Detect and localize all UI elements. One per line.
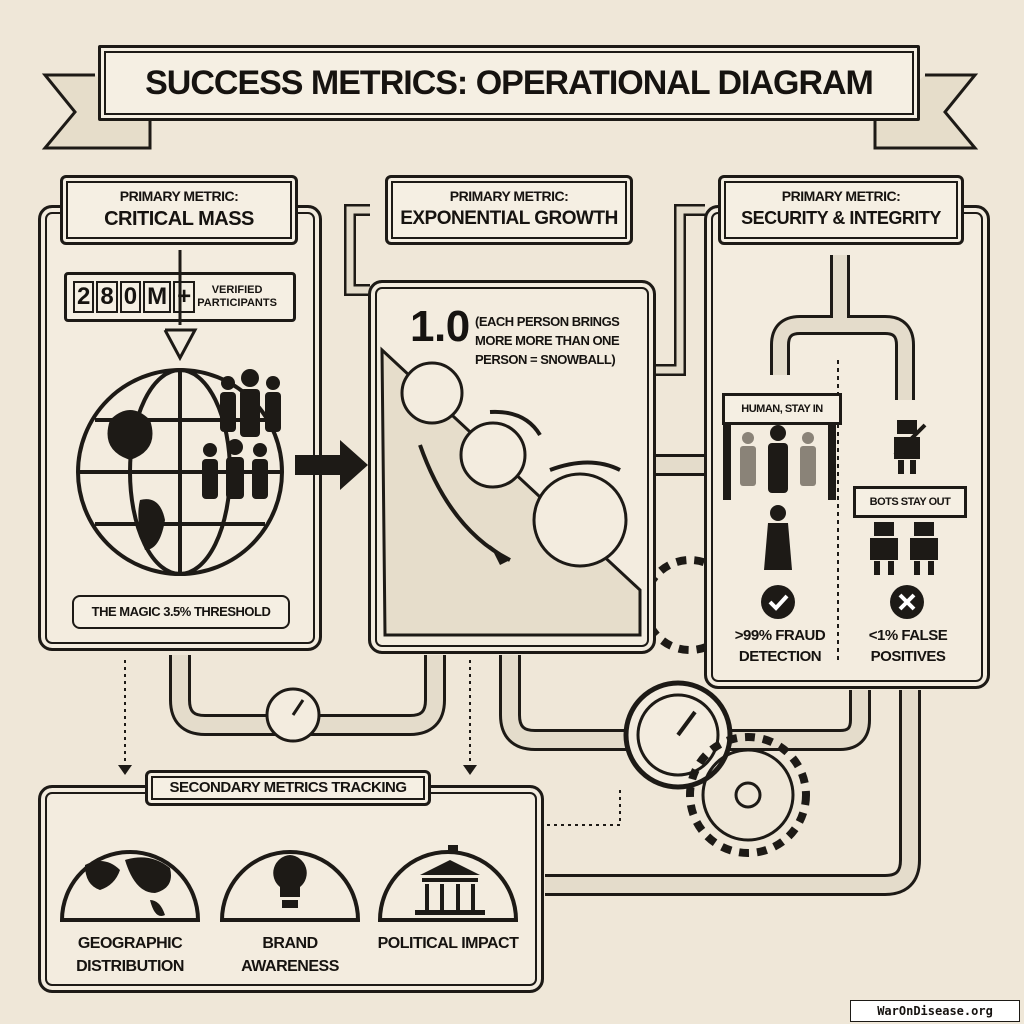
header-title: CRITICAL MASS [104,208,254,230]
gauge-label-brand: BRAND AWARENESS [241,935,339,975]
header-kicker: PRIMARY METRIC: [449,188,569,204]
bot-sign-text: BOTS STAY OUT [869,496,951,508]
counter-caption: VERIFIED PARTICIPANTS [197,284,277,309]
header-kicker: PRIMARY METRIC: [781,188,901,204]
page-title: SUCCESS METRICS: OPERATIONAL DIAGRAM [145,64,874,102]
exponential-growth-header: PRIMARY METRIC: EXPONENTIAL GROWTH [385,175,633,245]
fraud-detection-stat: >99% FRAUD DETECTION [734,627,826,665]
gauge-label-political: POLITICAL IMPACT [377,935,519,952]
secondary-metrics-header: SECONDARY METRICS TRACKING [145,770,431,806]
gauge-label-geographic: GEOGRAPHIC DISTRIBUTION [76,935,184,975]
header-title: EXPONENTIAL GROWTH [400,208,618,229]
critical-mass-header: PRIMARY METRIC: CRITICAL MASS [60,175,298,245]
secondary-heading: SECONDARY METRICS TRACKING [169,779,407,796]
growth-rate-value: 1.0 [410,302,470,351]
participant-counter: 2 8 0 M + VERIFIED PARTICIPANTS [64,272,296,322]
counter-digit: 0 [119,281,142,313]
security-integrity-header: PRIMARY METRIC: SECURITY & INTEGRITY [718,175,964,245]
false-positives-stat: <1% FALSE POSITIVES [868,627,948,665]
threshold-text: THE MAGIC 3.5% THRESHOLD [91,604,271,619]
growth-rate-note: (EACH PERSON BRINGS MORE MORE THAN ONE P… [475,314,620,367]
security-integrity-panel [704,205,990,689]
counter-digit: 8 [96,281,118,313]
counter-digit: 2 [73,281,95,313]
watermark: WarOnDisease.org [850,1000,1020,1022]
header-kicker: PRIMARY METRIC: [119,188,239,204]
human-sign-text: HUMAN, STAY IN [741,403,823,415]
counter-digit: M [143,281,172,313]
bots-stay-out-sign: BOTS STAY OUT [853,486,967,518]
human-stay-in-sign: HUMAN, STAY IN [722,393,842,425]
header-title: SECURITY & INTEGRITY [741,208,941,228]
title-banner: SUCCESS METRICS: OPERATIONAL DIAGRAM [98,45,920,121]
counter-digit: + [173,281,196,313]
threshold-label: THE MAGIC 3.5% THRESHOLD [72,595,290,629]
